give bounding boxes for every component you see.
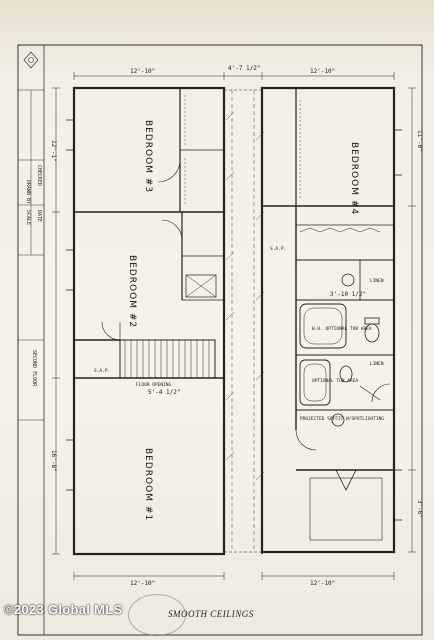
dim-right-upper: 11'-0"	[416, 130, 423, 152]
hallway-lines	[224, 88, 263, 554]
ceiling-note: SMOOTH CEILINGS	[168, 609, 254, 619]
title-block: DRAWN BY CHECKED SCALE DATE SECOND FLOOR	[17, 44, 45, 636]
label-wh-optional-tub: W.H. OPTIONAL TUB AREA	[312, 326, 372, 332]
builder-logo-icon	[23, 51, 39, 69]
right-wing-walls	[260, 86, 402, 554]
label-linen-upper: LINEN	[370, 278, 384, 284]
titleblock-checked: CHECKED	[36, 165, 42, 186]
dim-left-upper: 12'-1"	[50, 140, 57, 162]
mls-watermark: ©2023 Global MLS	[4, 602, 123, 617]
stairwell	[119, 339, 216, 379]
label-linen-lower: LINEN	[370, 361, 384, 367]
label-projected-soffit: PROJECTED SOFFIT W/SPOTLIGHTING	[300, 416, 384, 422]
dim-top-right: 12'-10"	[310, 68, 335, 75]
label-sap-right: S.A.P.	[270, 246, 286, 252]
dim-left-lower: 16'-8"	[50, 450, 57, 472]
dim-mid-left: 5'-4 1/2"	[148, 389, 181, 396]
titleblock-sheet-name: SECOND FLOOR	[31, 350, 37, 387]
label-optional-tub: OPTIONAL TUB AREA	[312, 378, 358, 384]
dim-bottom-left: 12'-10"	[130, 580, 155, 587]
room-label-bedroom-3: BEDROOM #3	[143, 120, 153, 193]
titleblock-date: DATE	[36, 210, 42, 222]
dim-right-lower: 3'-6"	[416, 500, 423, 518]
dim-top-middle: 4'-7 1/2"	[228, 65, 261, 72]
room-label-bedroom-1: BEDROOM #1	[143, 448, 153, 521]
label-sap-left: S.A.P.	[94, 368, 110, 374]
titleblock-drawn-by: DRAWN BY	[25, 180, 31, 204]
room-label-bedroom-2: BEDROOM #2	[127, 255, 137, 328]
titleblock-scale: SCALE	[25, 210, 31, 225]
label-floor-opening: FLOOR OPENING	[136, 382, 172, 388]
dimension-ticks	[225, 111, 265, 481]
room-label-bedroom-4: BEDROOM #4	[349, 142, 359, 215]
dimension-lines	[52, 72, 416, 580]
seal-stamp	[128, 594, 186, 636]
dim-bottom-right: 12'-10"	[310, 580, 335, 587]
dim-top-left: 12'-10"	[130, 68, 155, 75]
dim-mid-right: 3'-10 1/2"	[330, 291, 366, 298]
